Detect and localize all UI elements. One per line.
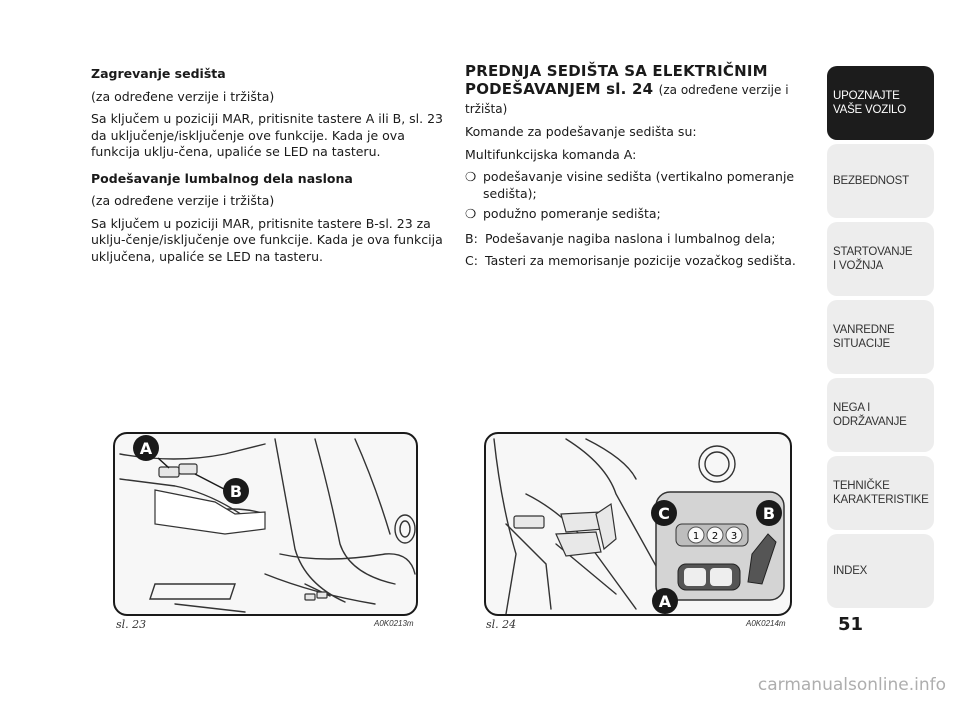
tab-vanredne[interactable]: VANREDNE SITUACIJE (827, 300, 934, 374)
paragraph-lumbar: Sa ključem u poziciji MAR, pritisnite ta… (91, 215, 443, 264)
bullet-circle-icon: ❍ (465, 206, 477, 221)
bullet-text: podužno pomeranje sedišta; (483, 206, 661, 221)
tab-startovanje[interactable]: STARTOVANJE I VOŽNJA (827, 222, 934, 296)
list-item: B: Podešavanje nagiba naslona i lumbalno… (465, 231, 820, 248)
callout-b: B (223, 478, 249, 504)
tab-index[interactable]: INDEX (827, 534, 934, 608)
heading-seat-heating: Zagrevanje sedišta (91, 66, 226, 81)
memory-button-2: 2 (712, 531, 718, 542)
intro-text: Komande za podešavanje sedišta su: (465, 124, 697, 139)
callout-a: A (133, 435, 159, 461)
label-b: B (230, 482, 242, 501)
note-versions-2: (za određene verzije i tržišta) (91, 193, 275, 208)
heading-lumbar: Podešavanje lumbalnog dela naslona (91, 170, 353, 186)
tab-bezbednost[interactable]: BEZBEDNOST (827, 144, 934, 218)
note-versions-1: (za određene verzije i tržišta) (91, 88, 275, 104)
tab-nega[interactable]: NEGA I ODRŽAVANJE (827, 378, 934, 452)
seat-controls-illustration: 1 2 3 C B A (493, 438, 785, 614)
multifunction-label: Multifunkcijska komanda A: (465, 146, 637, 162)
bullet-text: podešavanje visine sedišta (vertikalno p… (483, 169, 795, 201)
callout-a: A (652, 588, 678, 614)
tab-upoznajte[interactable]: UPOZNAJTE VAŠE VOZILO (827, 66, 934, 140)
seat-side-illustration: A B (119, 435, 416, 613)
item-key: C: (465, 253, 478, 268)
callout-c: C (651, 500, 677, 526)
list-item: C: Tasteri za memorisanje pozicije vozač… (465, 253, 820, 270)
paragraph-seat-heating: Sa ključem u poziciji MAR, pritisnite ta… (91, 111, 443, 159)
label-b: B (763, 504, 775, 523)
section-title-line1: PREDNJA SEDIŠTA SA ELEKTRIČNIM (465, 62, 768, 80)
section-title-line2: PODEŠAVANJEM sl. 24 (465, 80, 654, 98)
bullet-circle-icon: ❍ (465, 169, 477, 184)
list-item: ❍ podešavanje visine sedišta (vertikalno… (465, 169, 820, 202)
figure-code-23: A0K0213m (374, 619, 414, 628)
memory-button-1: 1 (693, 531, 699, 542)
section-title: PREDNJA SEDIŠTA SA ELEKTRIČNIM PODEŠAVAN… (465, 62, 820, 118)
control-panel-inset: 1 2 3 (655, 491, 785, 601)
figure-code-24: A0K0214m (746, 619, 786, 628)
chapter-sidebar: UPOZNAJTE VAŠE VOZILO BEZBEDNOST STARTOV… (827, 66, 934, 612)
tab-tehnicke[interactable]: TEHNIČKE KARAKTERISTIKE (827, 456, 934, 530)
watermark: carmanualsonline.info (757, 675, 946, 695)
memory-button-3: 3 (731, 531, 737, 542)
label-a: A (140, 439, 153, 458)
figure-caption-23: sl. 23 (116, 618, 147, 631)
item-text: Podešavanje nagiba naslona i lumbalnog d… (485, 230, 776, 246)
label-a: A (659, 592, 672, 611)
list-item: ❍ podužno pomeranje sedišta; (465, 206, 820, 223)
figure-sl24: 1 2 3 C B A (484, 432, 792, 616)
figure-sl23: A B (113, 432, 418, 616)
item-text: Tasteri za memorisanje pozicije vozačkog… (485, 253, 796, 268)
left-column: Zagrevanje sedišta (za određene verzije … (91, 66, 446, 271)
right-column: PREDNJA SEDIŠTA SA ELEKTRIČNIM PODEŠAVAN… (465, 62, 820, 276)
section-title-note: (za određene verzije i tržišta) (465, 83, 789, 116)
item-key: B: (465, 230, 478, 246)
label-c: C (658, 504, 670, 523)
figure-caption-24: sl. 24 (486, 618, 517, 631)
callout-b: B (756, 500, 782, 526)
page-number: 51 (838, 614, 864, 635)
